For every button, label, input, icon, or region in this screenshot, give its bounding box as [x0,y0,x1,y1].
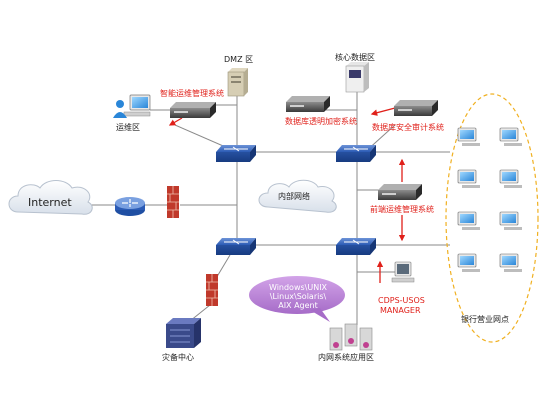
ops-workstation-icon [113,94,151,118]
manager-label: MANAGER [380,306,421,315]
agent-line-2: \Linux\Solaris\ [269,292,327,301]
frontend-ops-server-icon [378,184,422,200]
agent-bubble-text: Windows\UNIX \Linux\Solaris\ AIX Agent [262,283,334,310]
firewall-lower-icon [206,274,218,306]
core-database-icon [345,62,369,93]
branch-pc-icon [499,127,522,146]
branch-pc-icon [457,127,480,146]
switch-top-right-icon [336,145,376,162]
agent-speech-bubble [249,276,345,322]
firewall-icon [167,186,179,218]
agent-line-1: Windows\UNIX [268,283,328,292]
cdps-workstation-icon [391,261,415,283]
branch-pc-icon [499,211,522,230]
disaster-center-label: 灾备中心 [162,353,194,362]
internet-label: Internet [28,196,72,209]
branch-pc-icons [457,127,522,272]
branch-pc-icon [499,253,522,272]
smart-ops-label: 智能运维管理系统 [160,89,224,98]
switch-bottom-right-icon [336,238,376,255]
branch-pc-icon [499,169,522,188]
agent-line-3: AIX Agent [278,301,318,310]
frontend-ops-label: 前端运维管理系统 [370,205,434,214]
db-encrypt-server-icon [286,96,330,112]
ops-zone-label: 运维区 [116,123,140,132]
switch-bottom-left-icon [216,238,256,255]
internet-cloud-icon [8,180,93,215]
db-audit-label: 数据库安全审计系统 [372,123,444,132]
intranet-app-servers-icon [329,323,373,351]
smart-ops-server-icon [170,102,216,118]
intranet-apps-label: 内网系统应用区 [318,353,374,362]
internal-network-cloud-icon [258,179,337,213]
dmz-server-icon [227,68,248,97]
bank-branches-label: 银行营业网点 [461,315,509,324]
db-encrypt-label: 数据库透明加密系统 [285,117,357,126]
disaster-recovery-storage-icon [166,318,201,348]
branch-pc-icon [457,169,480,188]
bank-branch-boundary [445,93,539,343]
switch-top-left-icon [216,145,256,162]
branch-pc-icon [457,211,480,230]
router-icon [115,197,145,216]
cdps-usos-label: CDPS-USOS [378,296,425,305]
red-arrows [168,107,406,283]
db-audit-server-icon [394,100,438,116]
branch-pc-icon [457,253,480,272]
internal-network-label: 内部网络 [278,192,310,201]
core-data-label: 核心数据区 [335,53,375,62]
dmz-label: DMZ 区 [224,55,254,64]
